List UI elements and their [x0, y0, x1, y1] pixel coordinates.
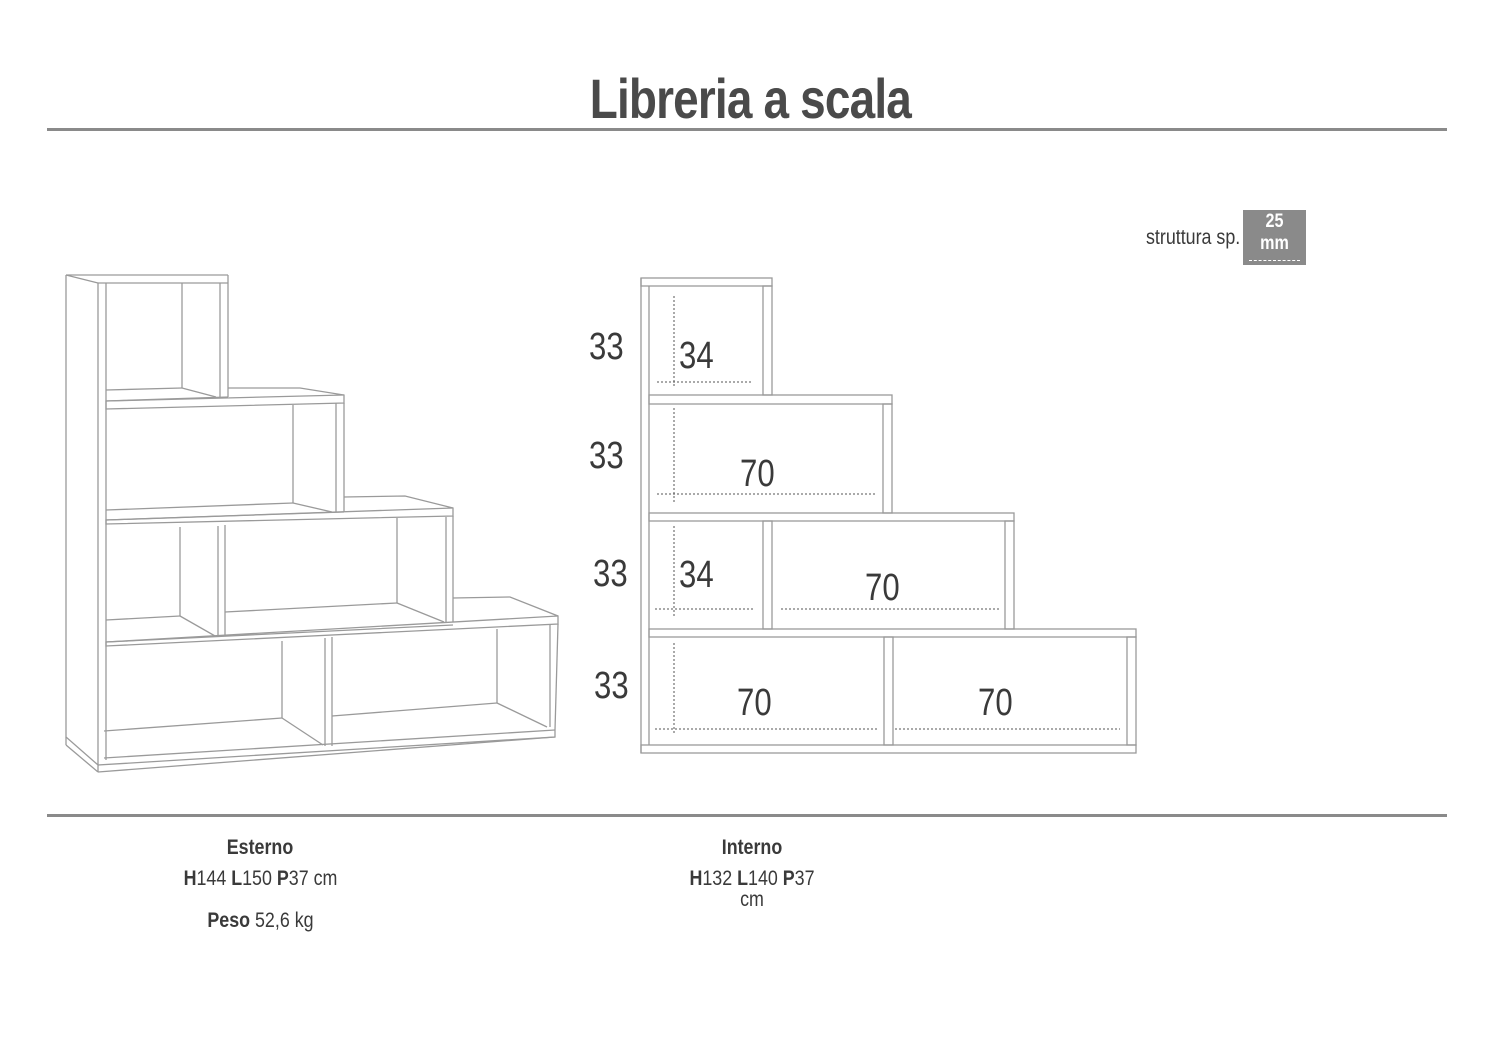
h-value: 132 [702, 867, 733, 890]
row-height-1: 33 [589, 326, 624, 368]
row-height-4: 33 [594, 665, 629, 707]
double-arrow-icon [1248, 260, 1300, 261]
page-title: Libreria a scala [589, 67, 912, 130]
structure-label: struttura sp. [1146, 225, 1241, 249]
h-label: H [689, 867, 703, 890]
compartment-width-r4c1: 70 [737, 682, 772, 724]
h-label: H [183, 867, 196, 890]
compartment-width-r4c2: 70 [978, 682, 1013, 724]
specs-divider [47, 814, 1447, 817]
compartment-width-r2c1: 70 [740, 453, 775, 495]
l-label: L [230, 867, 242, 890]
structure-thickness: struttura sp. 25 mm [1146, 210, 1306, 265]
l-value: 150 [241, 867, 272, 890]
thickness-value: 25 mm [1260, 211, 1289, 254]
p-label: P [782, 867, 795, 890]
l-value: 140 [748, 867, 778, 890]
p-value: 37 [794, 867, 815, 890]
unit: cm [740, 888, 764, 911]
compartment-width-r3c2: 70 [865, 567, 900, 609]
row-height-3: 33 [593, 553, 628, 595]
compartment-width-r1c1: 34 [679, 335, 714, 377]
internal-dimensions: H132 L140 P37 cm [680, 868, 825, 910]
external-heading: Esterno [226, 836, 294, 859]
external-dimensions: H144 L150 P37 cm [183, 868, 337, 889]
row-height-2: 33 [589, 435, 624, 477]
p-value: 37 [288, 867, 309, 890]
unit: cm [313, 867, 337, 890]
internal-specs: Interno H132 L140 P37 cm [667, 837, 837, 910]
p-label: P [276, 867, 289, 890]
weight: Peso 52,6 kg [160, 910, 360, 931]
external-specs: Esterno H144 L150 P37 cm [160, 837, 360, 889]
weight-label: Peso [206, 909, 250, 932]
title-divider [47, 128, 1447, 131]
compartment-width-r3c1: 34 [679, 554, 714, 596]
thickness-badge: 25 mm [1242, 210, 1306, 265]
internal-heading: Interno [721, 836, 783, 859]
h-value: 144 [195, 867, 226, 890]
l-label: L [737, 867, 749, 890]
weight-value: 52,6 kg [254, 909, 314, 932]
